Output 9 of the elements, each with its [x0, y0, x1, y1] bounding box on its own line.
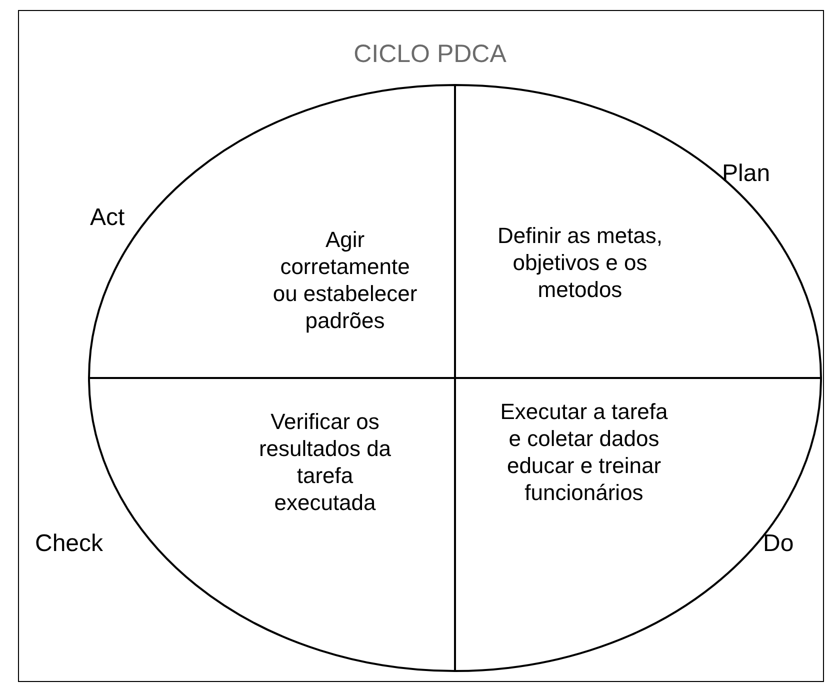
phase-label: Plan — [722, 159, 770, 189]
quadrant-text: Executar a tarefa e coletar dados educar e treinar funcionários — [499, 398, 669, 506]
quadrant-text: Definir as metas, objetivos e os metodos — [496, 222, 664, 303]
phase-label: Do — [763, 529, 794, 559]
phase-label: Check — [35, 529, 104, 559]
phase-label: Act — [90, 203, 125, 233]
title: CICLO PDCA — [352, 39, 508, 70]
quadrant-text: Agir corretamente ou estabelecer padrões — [272, 226, 418, 334]
quadrant-text: Verificar os resultados da tarefa executada — [258, 408, 392, 516]
